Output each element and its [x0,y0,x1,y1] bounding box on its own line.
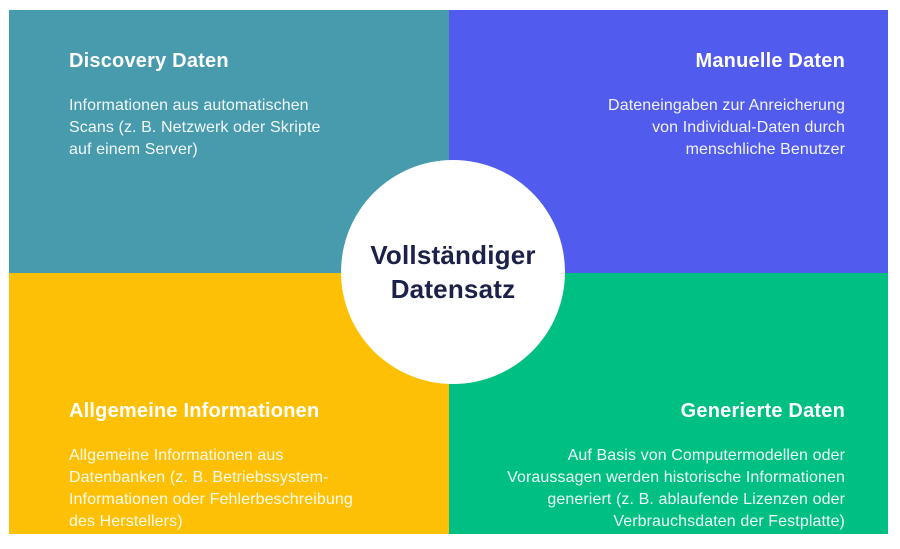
quadrant-title-manuelle-daten: Manuelle Daten [695,50,845,72]
quadrant-title-allgemeine-informationen: Allgemeine Informationen [69,400,320,422]
quadrant-body-manuelle-daten: Dateneingaben zur Anreicherung von Indiv… [608,97,845,158]
quadrant-body-allgemeine-informationen: Allgemeine Informationen aus Datenbanken… [69,447,353,530]
quadrant-title-generierte-daten: Generierte Daten [680,400,845,422]
quadrant-body-discovery-daten: Informationen aus automatischen Scans (z… [69,97,321,158]
quadrant-discovery-daten: Discovery Daten Informationen aus automa… [9,10,449,273]
center-circle: Vollständiger Datensatz [341,160,565,384]
quadrant-generierte-daten: Generierte Daten Auf Basis von Computerm… [449,273,888,534]
center-label-vollstaendiger-datensatz: Vollständiger Datensatz [370,240,536,304]
quadrant-title-discovery-daten: Discovery Daten [69,50,229,72]
quadrant-body-generierte-daten: Auf Basis von Computermodellen oder Vora… [507,447,845,530]
